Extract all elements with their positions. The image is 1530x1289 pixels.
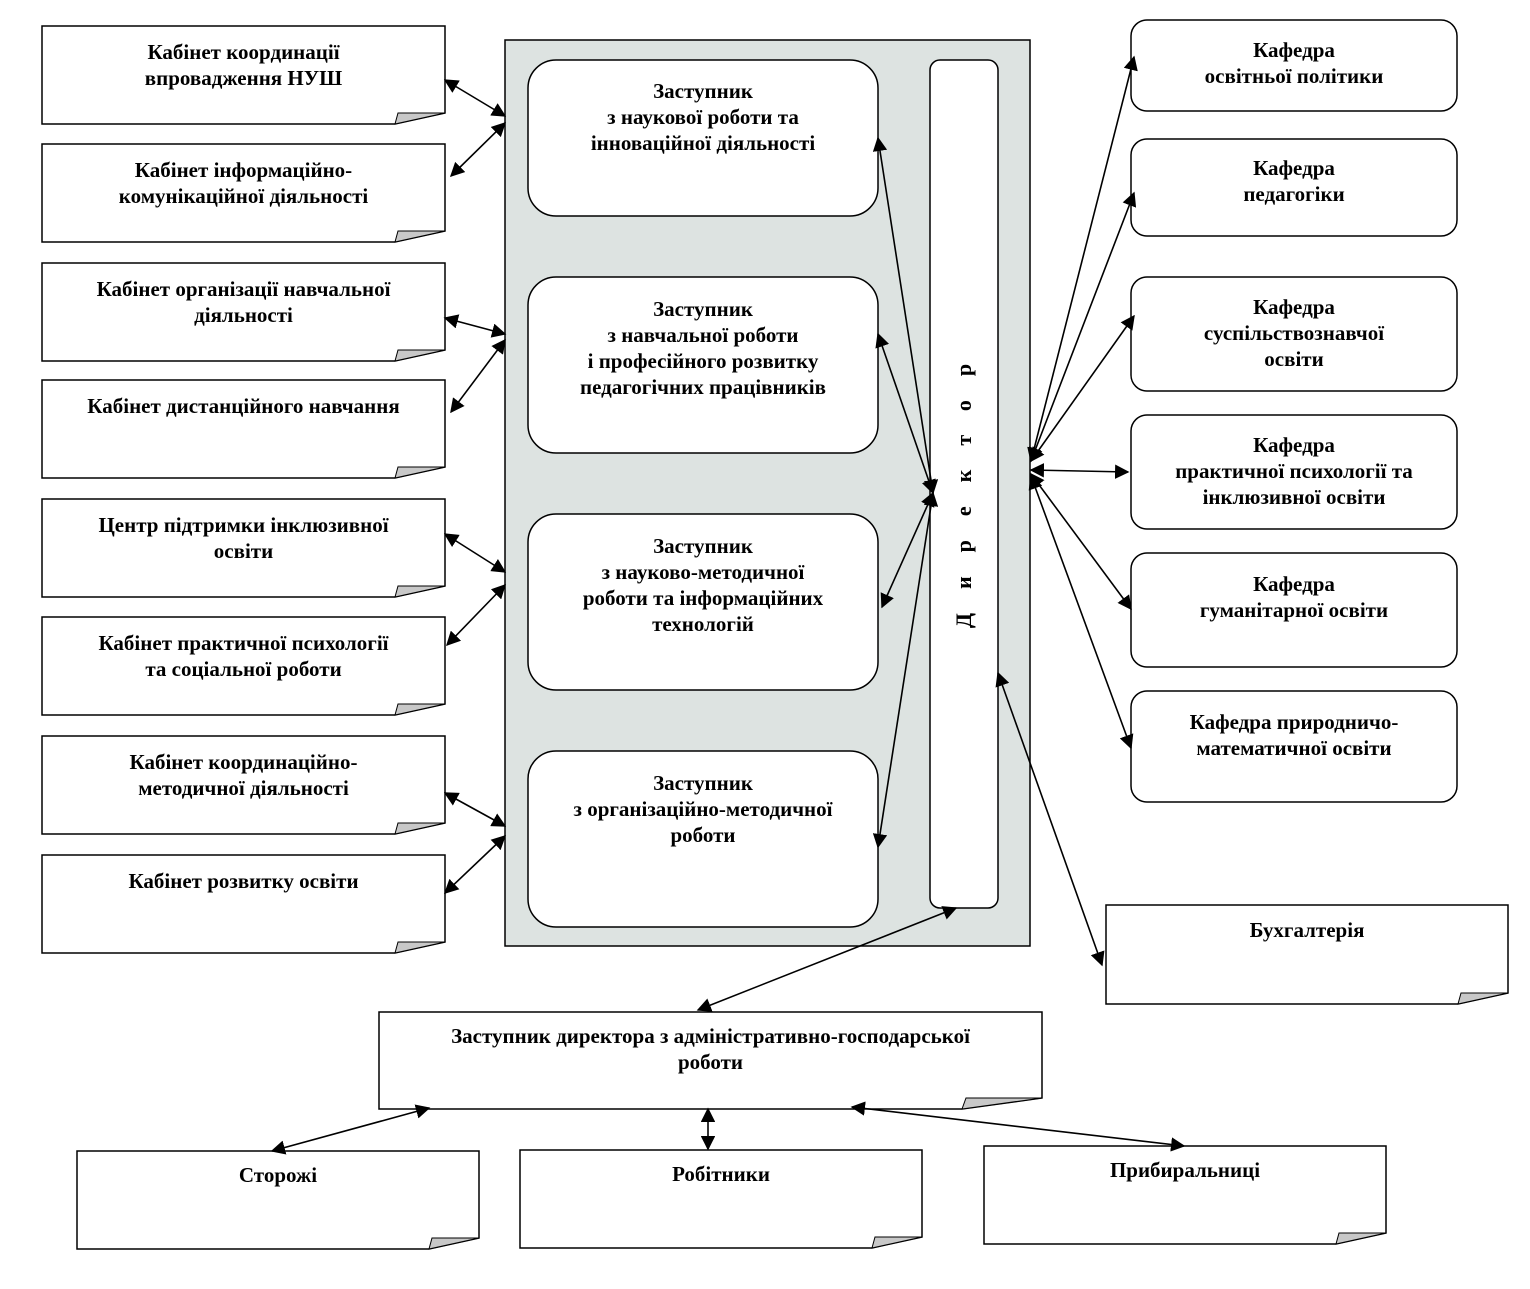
left-unit-4: Кабінет дистанційного навчання — [87, 394, 400, 418]
department-2: Кафедра педагогіки — [1243, 156, 1345, 206]
staff-guards: Сторожі — [238, 1163, 318, 1187]
left-unit-1: Кабінет координації впровадження НУШ — [144, 40, 343, 90]
left-unit-5: Центр підтримки інклюзивної освіти — [98, 513, 389, 563]
department-shape-4 — [1130, 414, 1458, 530]
director-label-box: Директор — [930, 60, 998, 908]
department-6: Кафедра природничо- математичної освіти — [1189, 710, 1399, 760]
left-unit-7: Кабінет координаційно- методичної діяльн… — [129, 750, 358, 800]
staff-cleaners: Прибиральниці — [1109, 1158, 1261, 1182]
department-3: Кафедра суспільствознавчої освіти — [1203, 295, 1385, 371]
left-unit-2: Кабінет інформаційно- комунікаційної дія… — [118, 158, 369, 208]
department-shapes — [1130, 19, 1458, 803]
director-label: Директор — [951, 339, 976, 629]
deputy-4-label: Заступник з організаційно-методичної роб… — [573, 771, 833, 847]
left-unit-8: Кабінет розвитку освіти — [128, 869, 359, 893]
left-unit-shapes — [41, 25, 446, 954]
accounting-label: Бухгалтерія — [1249, 918, 1365, 942]
deputy-3-label: Заступник з науково-методичної роботи та… — [582, 534, 824, 636]
staff-workers: Робітники — [672, 1162, 770, 1186]
left-unit-3: Кабінет організації навчальної діяльност… — [96, 277, 391, 327]
department-4: Кафедра практичної психології та інклюзи… — [1175, 433, 1413, 509]
left-unit-6: Кабінет практичної психології та соціаль… — [98, 631, 389, 681]
connector-arrows — [270, 55, 1186, 1155]
admin-deputy-label: Заступник директора з адміністративно-го… — [451, 1024, 970, 1074]
left-unit-folds — [394, 112, 446, 954]
department-5: Кафедра гуманітарної освіти — [1199, 572, 1389, 622]
department-1: Кафедра освітньої політики — [1204, 38, 1384, 88]
deputy-2-label: Заступник з навчальної роботи і професій… — [580, 297, 826, 399]
deputy-1-label: Заступник з наукової роботи та інновацій… — [590, 79, 816, 155]
